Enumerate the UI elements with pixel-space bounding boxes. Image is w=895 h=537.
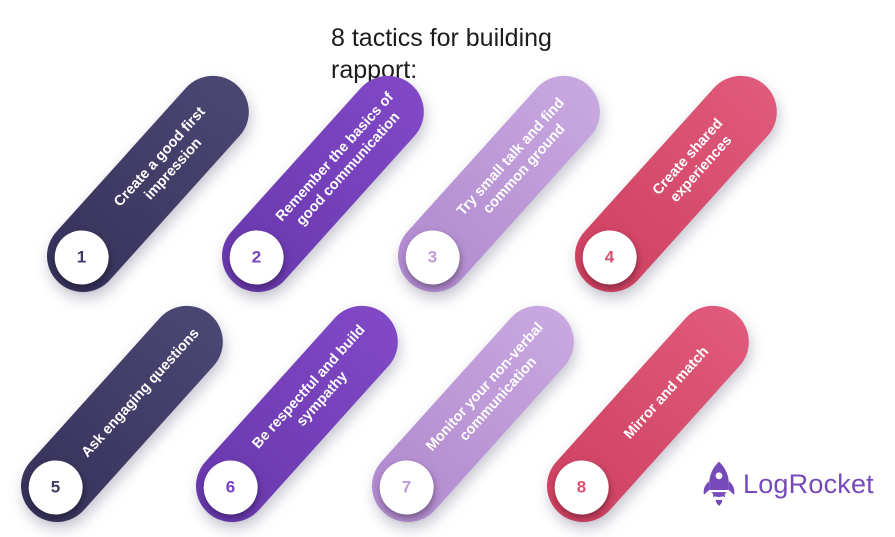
tactic-number: 5 xyxy=(50,477,61,497)
tactic-label-line: Be respectful and build xyxy=(249,322,369,453)
tactic-number: 2 xyxy=(251,247,262,267)
tactic-label-line: Remember the basics of xyxy=(272,89,397,225)
tactic-number: 1 xyxy=(76,247,87,267)
page-title: 8 tactics for building rapport: xyxy=(331,22,552,86)
tactic-number: 6 xyxy=(225,477,236,497)
rocket-icon xyxy=(703,461,735,506)
tactic-number: 7 xyxy=(401,477,412,497)
page-title-line2: rapport: xyxy=(331,56,418,84)
tactic-number: 4 xyxy=(604,247,615,267)
tactic-label-line: Try small talk and find xyxy=(454,95,568,220)
logrocket-logo: LogRocket xyxy=(699,458,874,510)
tactic-label-line: Ask engaging questions xyxy=(78,325,203,461)
tactic-label-line: Monitor your non-verbal xyxy=(423,319,547,455)
tactic-label-line: Mirror and match xyxy=(621,343,713,443)
logrocket-wordmark: LogRocket xyxy=(743,468,874,499)
tactic-number: 8 xyxy=(576,477,587,497)
page-title-line1: 8 tactics for building xyxy=(331,24,552,52)
tactic-number: 3 xyxy=(427,247,438,267)
